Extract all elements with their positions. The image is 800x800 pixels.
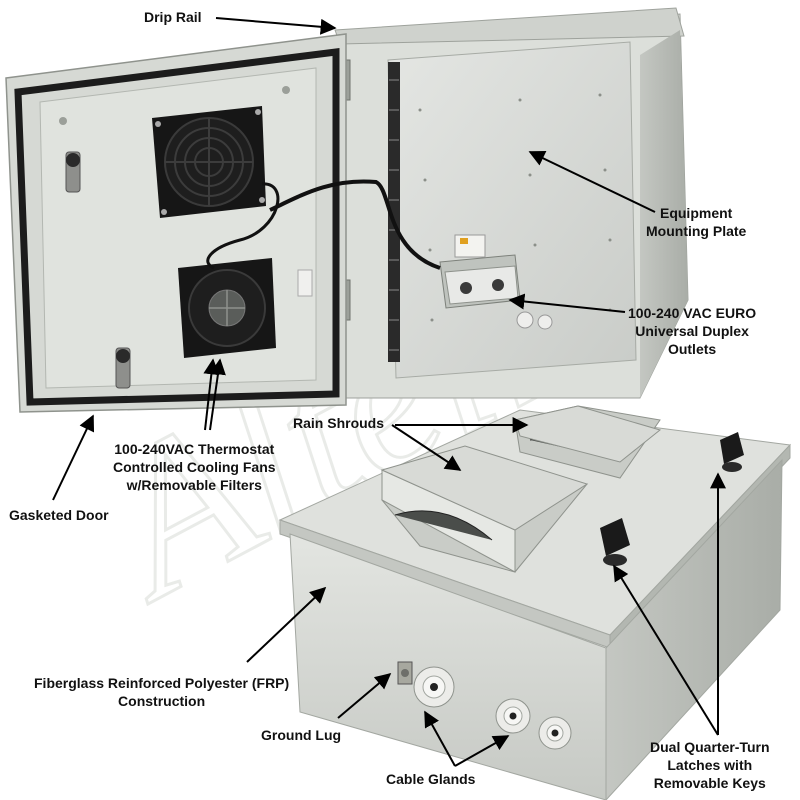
label-cooling-fans: 100-240VAC Thermostat Controlled Cooling…: [113, 441, 276, 493]
cooling-fan-top: [152, 106, 266, 218]
label-latches: Dual Quarter-Turn Latches with Removable…: [650, 739, 770, 791]
callout-arrows: [52, 17, 726, 767]
cooling-fan-bottom: [178, 258, 313, 358]
cabinet-right-wall: [640, 30, 688, 398]
quarter-turn-latch-front: [600, 518, 630, 566]
ground-lug: [397, 661, 413, 685]
label-equipment-mounting-plate: Equipment Mounting Plate: [646, 205, 747, 239]
open-enclosure: [5, 7, 689, 413]
arrow-cable-gland-2: [454, 735, 510, 767]
quarter-turn-latch-back: [720, 432, 744, 472]
arrow-latch-front: [613, 564, 719, 736]
label-rain-shrouds: Rain Shrouds: [293, 415, 385, 431]
label-ground-lug: Ground Lug: [261, 727, 342, 743]
outlet-wiring: [269, 179, 441, 270]
euro-duplex-outlet: [439, 234, 521, 309]
arrow-cable-gland-1: [424, 710, 456, 767]
arrow-rain-shroud-1: [391, 424, 462, 471]
enclosure-side: [605, 458, 783, 800]
rain-shroud-back: [514, 405, 662, 479]
cable-gland-2: [495, 698, 531, 734]
door-latch-bottom: [115, 347, 131, 389]
closed-enclosure: [278, 405, 792, 800]
fan-wiring: [206, 182, 280, 270]
door-gasket: [14, 48, 340, 406]
door-latch-top: [65, 151, 81, 193]
arrow-euro-outlets: [508, 293, 626, 313]
rain-shroud-front: [380, 445, 589, 573]
arrow-ground-lug: [337, 672, 392, 719]
arrow-gasketed-door: [52, 414, 95, 501]
label-cable-glands: Cable Glands: [386, 771, 476, 787]
equipment-mounting-plate: [387, 41, 637, 379]
enclosure-front: [289, 533, 607, 800]
cable-gland-1: [413, 666, 455, 708]
arrow-fan-2: [209, 358, 226, 431]
mounting-rail: [388, 62, 400, 362]
arrow-mounting-plate: [528, 151, 656, 213]
cable-gland-3: [538, 716, 572, 750]
arrow-drip-rail: [215, 17, 337, 35]
label-euro-outlets: 100-240 VAC EURO Universal Duplex Outlet…: [628, 305, 757, 357]
label-gasketed-door: Gasketed Door: [9, 507, 109, 523]
label-frp-construction: Fiberglass Reinforced Polyester (FRP) Co…: [34, 675, 290, 709]
label-drip-rail: Drip Rail: [144, 9, 202, 25]
arrow-frp: [246, 586, 327, 663]
